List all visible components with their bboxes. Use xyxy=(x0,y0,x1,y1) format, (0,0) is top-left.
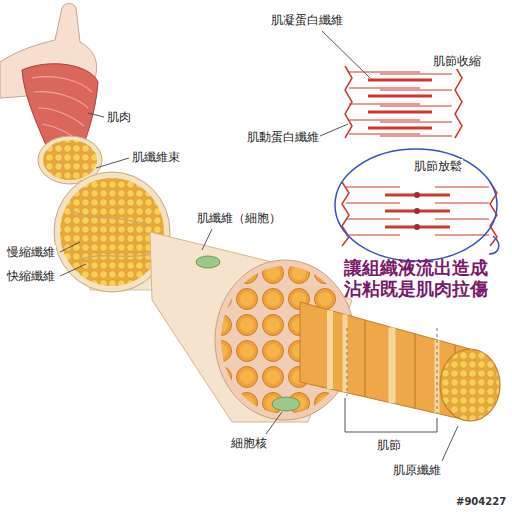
fascicle-section xyxy=(43,140,97,180)
contracted-sarcomere xyxy=(345,66,462,138)
ellipse-tail xyxy=(489,236,499,254)
fiber-bundle-section xyxy=(60,178,164,286)
fiber-section xyxy=(221,266,349,414)
relaxed-sarcomere xyxy=(342,182,497,246)
part-label: 肌肉 xyxy=(106,110,132,125)
ellipse-outline xyxy=(335,149,497,261)
part-label: 細胞核 xyxy=(230,436,268,451)
stage-label: 肌節收縮 xyxy=(432,54,482,69)
nucleus xyxy=(272,397,300,411)
part-label: 肌節 xyxy=(376,438,402,453)
part-label: 肌纖維束 xyxy=(131,150,181,165)
part-label: 快縮纖維 xyxy=(6,269,56,284)
annotation-note: 讓組織液流出造成沾粘既是肌肉拉傷 xyxy=(343,257,495,299)
part-label: 肌纖維（細胞） xyxy=(196,211,282,226)
part-label: 慢縮纖維 xyxy=(6,245,56,260)
part-label: 肌原纖維 xyxy=(392,463,442,478)
part-label: 肌凝蛋白纖維 xyxy=(270,13,344,28)
highlight-ellipse: 肌節放鬆 xyxy=(333,147,499,263)
sarcomere-bracket xyxy=(345,398,437,432)
stage-label: 肌節放鬆 xyxy=(413,159,463,174)
watermark: #904227 xyxy=(455,496,507,508)
leader-lines xyxy=(60,31,458,461)
part-label: 肌動蛋白纖維 xyxy=(246,130,320,145)
